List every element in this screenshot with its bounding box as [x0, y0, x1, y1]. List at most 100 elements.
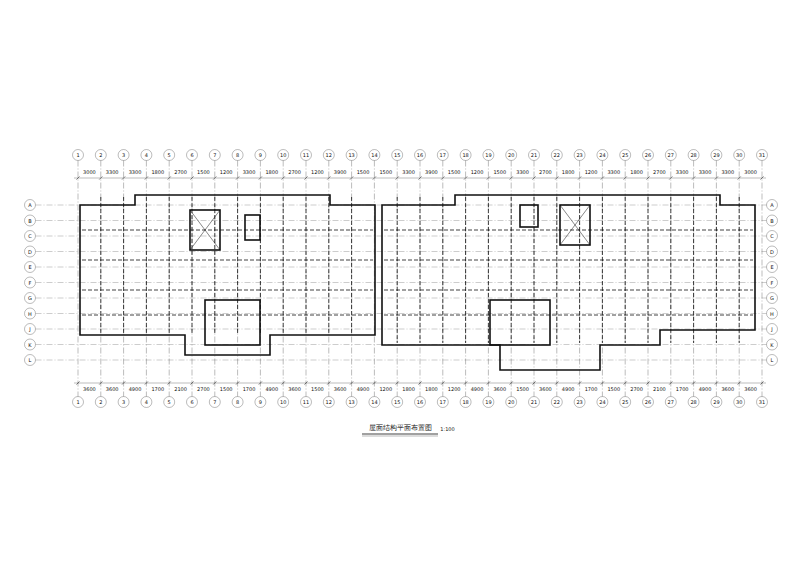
- dimension: 1800: [402, 387, 415, 392]
- beam: [716, 197, 717, 343]
- axis-number: 25: [622, 400, 628, 405]
- axis-bubble: [643, 150, 654, 161]
- axis-bubble: [25, 339, 36, 350]
- stair-cross: [190, 205, 590, 250]
- beam: [739, 197, 740, 343]
- axis-letter: L: [771, 358, 774, 363]
- dimension: 3900: [425, 170, 438, 175]
- axis-bubble: [688, 397, 699, 408]
- axis-number: 29: [713, 153, 719, 158]
- axis-bubble: [767, 231, 778, 242]
- axis-bubble: [767, 215, 778, 226]
- axis-bubble: [757, 150, 768, 161]
- axis-letter: D: [770, 249, 774, 254]
- axis-number: 12: [326, 153, 332, 158]
- dimension: 3300: [106, 170, 119, 175]
- axis-letter: A: [770, 203, 773, 208]
- axis-number: 1: [76, 400, 79, 405]
- axis-bubble: [141, 397, 152, 408]
- dimension: 3000: [83, 170, 96, 175]
- axis-line: [465, 161, 466, 397]
- axis-number: 6: [190, 400, 193, 405]
- axis-letter: C: [28, 234, 32, 239]
- axis-line: [762, 161, 763, 397]
- axis-number: 13: [348, 153, 354, 158]
- axis-letter: H: [770, 311, 774, 316]
- axis-bubble: [369, 397, 380, 408]
- axis-number: 4: [145, 153, 148, 158]
- axis-number: 27: [668, 153, 674, 158]
- axis-bubble: [301, 150, 312, 161]
- axis-number: 12: [326, 400, 332, 405]
- drawing-title: 屋面结构平面布置图: [367, 425, 434, 432]
- dimension: 2700: [174, 170, 187, 175]
- axis-bubble: [346, 397, 357, 408]
- axis-number: 21: [531, 400, 537, 405]
- dashed-beams: [82, 197, 753, 343]
- axis-number: 23: [576, 153, 582, 158]
- dimension: 1800: [265, 170, 278, 175]
- axis-number: 3: [122, 400, 125, 405]
- axis-bubble: [767, 262, 778, 273]
- beam: [82, 290, 373, 291]
- core-box: [490, 300, 550, 345]
- axis-bubble: [460, 150, 471, 161]
- axis-bubble: [301, 397, 312, 408]
- axis-line: [351, 161, 352, 397]
- dimension: 4900: [699, 387, 712, 392]
- dimension: 3300: [607, 170, 620, 175]
- axis-bubble: [118, 397, 129, 408]
- axis-line: [36, 220, 767, 221]
- axis-line: [192, 161, 193, 397]
- dimension: 1700: [676, 387, 689, 392]
- stair-box: [560, 205, 590, 245]
- dimension: 1200: [471, 170, 484, 175]
- axis-bubble: [118, 150, 129, 161]
- axis-bubble: [25, 277, 36, 288]
- axis-bubble: [25, 324, 36, 335]
- axis-number: 7: [213, 400, 216, 405]
- axis-bubble: [767, 339, 778, 350]
- axis-number: 29: [713, 400, 719, 405]
- axis-bubble: [767, 324, 778, 335]
- axis-number: 7: [213, 153, 216, 158]
- beam: [306, 197, 307, 333]
- axis-number: 20: [508, 400, 514, 405]
- beam: [442, 197, 443, 343]
- axis-number: 6: [190, 153, 193, 158]
- axis-bubble: [164, 397, 175, 408]
- axis-number: 15: [394, 400, 400, 405]
- axis-number: 21: [531, 153, 537, 158]
- axis-line: [146, 161, 147, 397]
- axis-letter: L: [29, 358, 32, 363]
- axis-line: [283, 161, 284, 397]
- axis-line: [36, 236, 767, 237]
- axis-number: 8: [236, 153, 239, 158]
- axis-line: [625, 161, 626, 397]
- axis-bubble: [665, 397, 676, 408]
- axis-line: [36, 313, 767, 314]
- axis-bubble: [164, 150, 175, 161]
- axis-number: 11: [303, 153, 309, 158]
- axis-bubble: [460, 397, 471, 408]
- axis-number: 16: [417, 153, 423, 158]
- axis-bubble: [278, 150, 289, 161]
- axis-line: [670, 161, 671, 397]
- dimension: 1500: [379, 170, 392, 175]
- axis-line: [169, 161, 170, 397]
- axis-bubble: [346, 150, 357, 161]
- axis-bubble: [643, 397, 654, 408]
- axis-line: [100, 161, 101, 397]
- dimension: 3600: [106, 387, 119, 392]
- dimension: 1800: [630, 170, 643, 175]
- axis-bubble: [767, 200, 778, 211]
- dimension: 1500: [448, 170, 461, 175]
- axis-bubble: [711, 397, 722, 408]
- axis-bubble: [25, 246, 36, 257]
- axis-letter: B: [770, 218, 773, 223]
- axis-number: 26: [645, 400, 651, 405]
- title-underline: [362, 434, 438, 435]
- axis-line: [556, 161, 557, 397]
- axis-bubble: [323, 150, 334, 161]
- axis-bubble: [255, 150, 266, 161]
